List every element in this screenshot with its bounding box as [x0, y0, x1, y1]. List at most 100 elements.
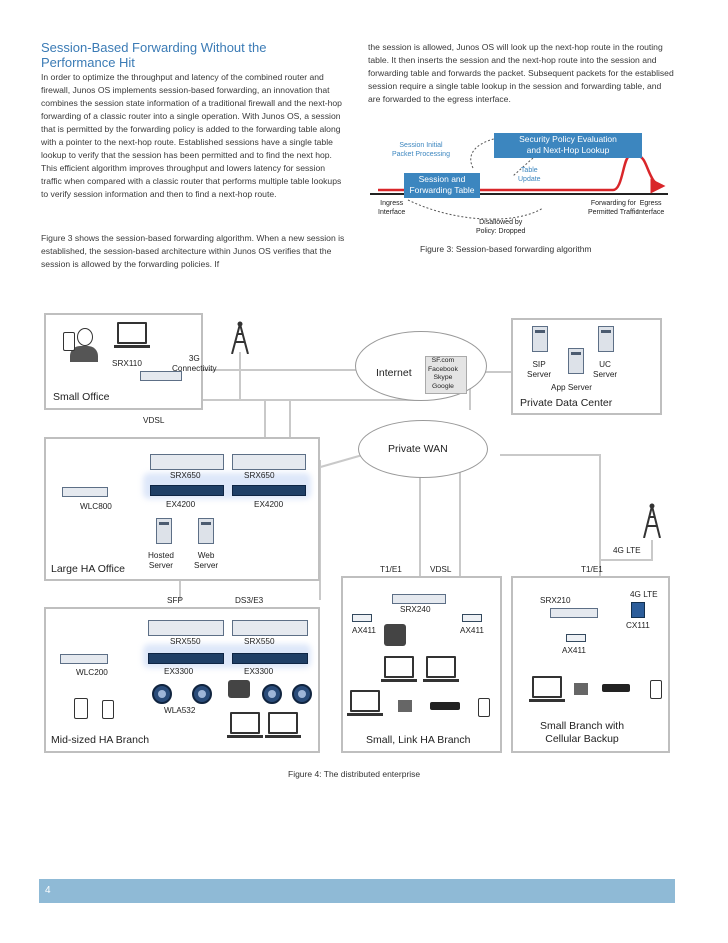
ax411-cell-label: AX411	[562, 646, 586, 655]
link-branch-scanner-icon	[398, 700, 412, 712]
cell-branch-usb-icon	[602, 684, 630, 692]
small-cellular-branch-label: Small Branch with Cellular Backup	[540, 720, 625, 745]
web-server-icon	[198, 518, 214, 544]
fig3-forwarding: Forwarding for Permitted Traffic	[588, 200, 639, 216]
small-link-branch-box	[341, 576, 502, 753]
4g-lte-tower-label: 4G LTE	[613, 546, 641, 555]
srx210-device	[550, 608, 598, 618]
private-wan-cloud	[358, 420, 488, 478]
srx550-left-device	[148, 620, 224, 636]
small-office-label: Small Office	[53, 391, 110, 403]
ex4200-left-device	[150, 485, 224, 496]
ex4200-right-label: EX4200	[254, 500, 284, 509]
left-paragraph-1: In order to optimize the throughput and …	[41, 72, 342, 199]
private-dc-label: Private Data Center	[520, 397, 613, 409]
ex4200-left-label: EX4200	[166, 500, 196, 509]
page-footer-bar: 4	[39, 879, 675, 903]
large-ha-office-label: Large HA Office	[51, 563, 125, 575]
wla532-icon-3	[262, 684, 282, 704]
midsized-laptop-icon-1	[227, 712, 263, 738]
srx650-left-device	[150, 454, 224, 470]
fig3-caption: Figure 3: Session-based forwarding algor…	[420, 244, 592, 254]
link-branch-laptop-icon-3	[347, 690, 383, 716]
cell-branch-phone-icon	[650, 680, 662, 699]
4g-lte-label: 4G LTE	[630, 590, 658, 599]
wla532-icon-4	[292, 684, 312, 704]
ex3300-right-label: EX3300	[244, 667, 274, 676]
hosted-server-icon	[156, 518, 172, 544]
link-branch-usb-icon	[430, 702, 460, 710]
cell-branch-laptop-icon	[529, 676, 565, 702]
wla532-icon-1	[152, 684, 172, 704]
fig3-security-policy-box: Security Policy Evaluation and Next-Hop …	[494, 133, 642, 158]
uc-server-label: UC Server	[593, 360, 618, 379]
ax411-left-icon	[352, 614, 372, 622]
srx110-label: SRX110	[112, 359, 142, 368]
ip-phone-icon	[228, 680, 250, 698]
fig3-egress: Egress Interface	[637, 200, 665, 216]
fig3-ingress: Ingress Interface	[378, 200, 406, 216]
sip-server-label: SIP Server	[527, 360, 552, 379]
wla532-icon-2	[192, 684, 212, 704]
small-link-branch-label: Small, Link HA Branch	[366, 734, 471, 746]
link-branch-phone-icon	[478, 698, 490, 717]
link-branch-laptop-icon-2	[423, 656, 459, 682]
cx111-label: CX111	[626, 621, 650, 630]
web-server-label: Web Server	[194, 551, 219, 570]
ax411-cell-icon	[566, 634, 586, 642]
cloud-services-box	[425, 356, 467, 394]
wla532-label: WLA532	[164, 706, 196, 715]
t1e1-right-label: T1/E1	[581, 565, 603, 574]
page-number: 4	[45, 885, 51, 896]
t1e1-left-label: T1/E1	[380, 565, 402, 574]
right-paragraph: the session is allowed, Junos OS will lo…	[368, 42, 674, 104]
desk-phone-icon	[384, 624, 406, 646]
ex3300-left-label: EX3300	[164, 667, 194, 676]
wlc200-device	[60, 654, 108, 664]
midsized-tablet-icon	[74, 698, 88, 719]
midsized-laptop-icon-2	[265, 712, 301, 738]
small-office-phone-icon	[63, 332, 75, 351]
fig3-dashed-3	[407, 199, 544, 220]
vdsl-branch-label: VDSL	[430, 565, 452, 574]
sip-server-icon	[532, 326, 548, 352]
ex3300-right-device	[232, 653, 308, 664]
srx550-right-label: SRX550	[244, 637, 275, 646]
srx550-right-device	[232, 620, 308, 636]
ax411-right-label: AX411	[460, 626, 484, 635]
fig4-caption: Figure 4: The distributed enterprise	[288, 769, 421, 779]
cx111-device	[631, 602, 645, 618]
srx650-left-label: SRX650	[170, 471, 201, 480]
wlc800-device	[62, 487, 108, 497]
3g-connectivity-label: 3G Connectivity	[172, 354, 217, 373]
srx650-right-label: SRX650	[244, 471, 275, 480]
fig3-disallowed: Disallowed by Policy: Dropped	[476, 219, 526, 235]
user-avatar-icon	[70, 328, 98, 364]
srx550-left-label: SRX550	[170, 637, 201, 646]
hosted-server-label: Hosted Server	[148, 551, 174, 570]
fig3-dashed-1	[470, 135, 519, 169]
srx240-label: SRX240	[400, 605, 431, 614]
3g-tower-icon	[231, 321, 249, 354]
wlc800-label: WLC800	[80, 502, 112, 511]
ex4200-right-device	[232, 485, 306, 496]
section-title: Session-Based Forwarding Without the Per…	[41, 40, 267, 70]
app-server-label: App Server	[551, 383, 592, 392]
fig3-session-initial: Session Initial Packet Processing	[392, 142, 450, 158]
srx650-right-device	[232, 454, 306, 470]
ex3300-left-device	[148, 653, 224, 664]
sfp-label: SFP	[167, 596, 183, 605]
vdsl-top-label: VDSL	[143, 416, 165, 425]
app-server-icon	[568, 348, 584, 374]
fig3-table-update: Table Update	[518, 167, 541, 183]
ax411-left-label: AX411	[352, 626, 376, 635]
srx240-device	[392, 594, 446, 604]
srx210-label: SRX210	[540, 596, 571, 605]
ds3-label: DS3/E3	[235, 596, 264, 605]
wlc200-label: WLC200	[76, 668, 108, 677]
fig3-dashed-2	[512, 157, 534, 177]
srx110-device	[140, 371, 182, 381]
internet-cloud	[355, 331, 487, 401]
ax411-right-icon	[462, 614, 482, 622]
midsized-branch-label: Mid-sized HA Branch	[51, 734, 150, 746]
